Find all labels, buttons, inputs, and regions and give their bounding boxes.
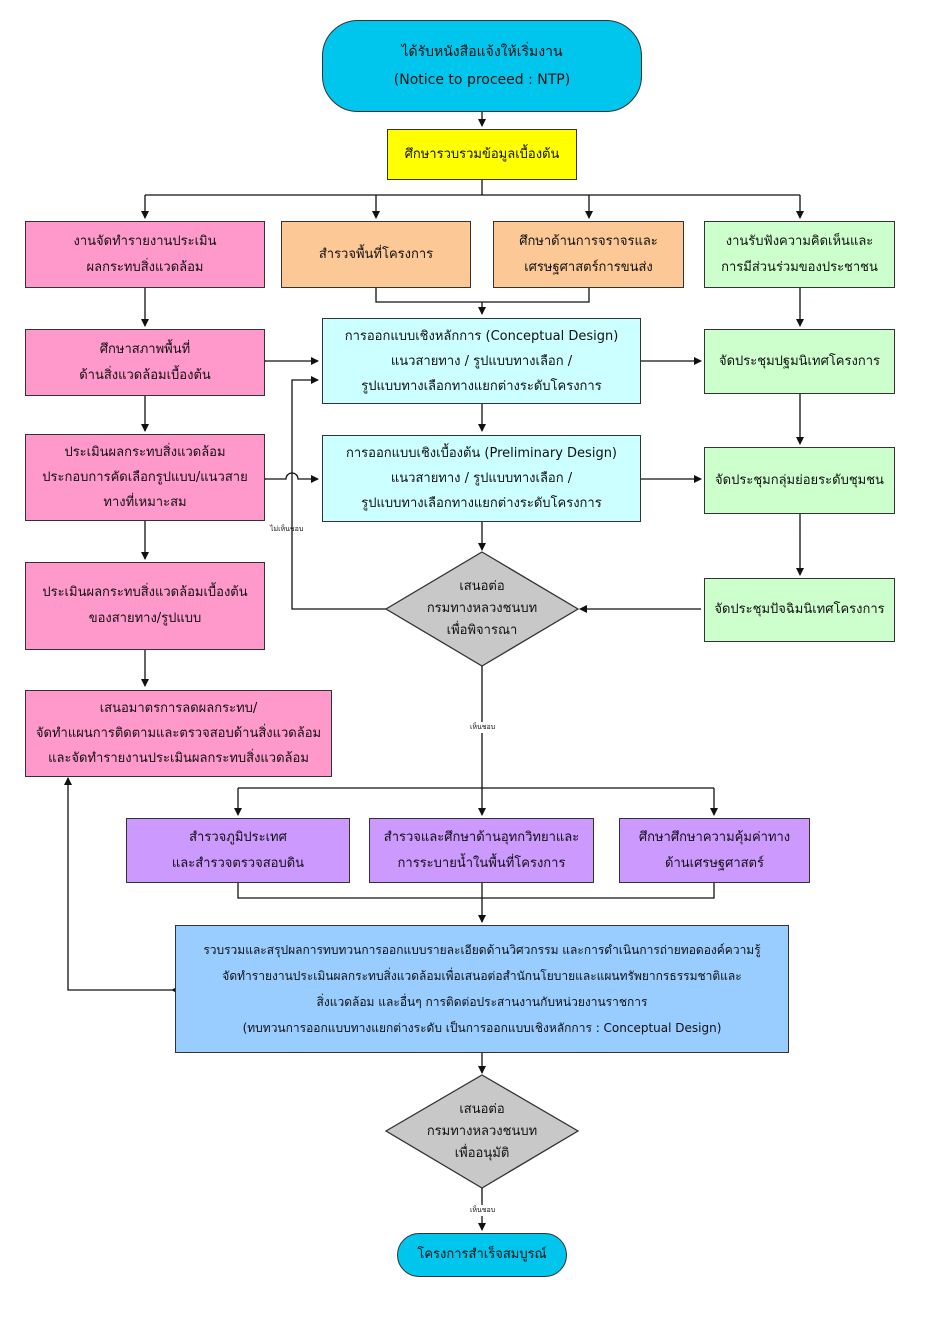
public-hearing-line1: งานรับฟังความคิดเห็นและ — [725, 233, 874, 249]
focus-group-line1: จัดประชุมกลุ่มย่อยระดับชุมชน — [715, 472, 884, 488]
decision2-node: เสนอต่อ กรมทางหลวงชนบท เพื่ออนุมัติ — [386, 1075, 578, 1188]
edge-purple-merge — [237, 883, 715, 899]
conceptual-line3: รูปแบบทางเลือกทางแยกต่างระดับโครงการ — [361, 378, 602, 394]
env-baseline-line1: ศึกษาสภาพพื้นที่ — [99, 341, 191, 357]
decision2-line2: กรมทางหลวงชนบท — [426, 1123, 538, 1139]
summary-line4: (ทบทวนการออกแบบทางแยกต่างระดับ เป็นการออ… — [242, 1021, 722, 1035]
eval-impact-line3: ทางที่เหมาะสม — [103, 495, 187, 510]
decision2-line1: เสนอต่อ — [459, 1101, 505, 1117]
traffic-study-line1: ศึกษาด้านการจราจรและ — [519, 233, 658, 249]
preliminary-line2: แนวสายทาง / รูปแบบทางเลือก / — [390, 471, 573, 486]
end-line1: โครงการสำเร็จสมบูรณ์ — [417, 1247, 547, 1262]
prelim-eval-line2: ของสายทาง/รูปแบบ — [88, 611, 202, 626]
end-node: โครงการสำเร็จสมบูรณ์ — [397, 1233, 567, 1277]
survey-area-line1: สำรวจพื้นที่โครงการ — [318, 246, 434, 262]
summary-node: รวบรวมและสรุปผลการทบทวนการออกแบบรายละเอี… — [175, 925, 789, 1053]
traffic-study-node: ศึกษาด้านการจราจรและ เศรษฐศาสตร์การขนส่ง — [493, 221, 684, 288]
eval-impact-line2: ประกอบการคัดเลือกรูปแบบ/แนวสาย — [42, 470, 248, 485]
survey-area-node: สำรวจพื้นที่โครงการ — [281, 221, 471, 288]
prelim-eval-node: ประเมินผลกระทบสิ่งแวดล้อมเบื้องต้น ของสา… — [25, 562, 265, 650]
hydrology-line1: สำรวจและศึกษาด้านอุทกวิทยาและ — [383, 829, 580, 845]
env-baseline-line2: ด้านสิ่งแวดล้อมเบื้องต้น — [79, 367, 211, 383]
economics-node: ศึกษาศึกษาความคุ้มค่าทาง ด้านเศรษฐศาสตร์ — [619, 818, 810, 883]
focus-group-node: จัดประชุมกลุ่มย่อยระดับชุมชน — [704, 447, 895, 514]
start-line2: (Notice to proceed : NTP) — [393, 72, 571, 88]
start-line1: ได้รับหนังสือแจ้งให้เริ่มงาน — [401, 44, 563, 60]
topo-survey-line1: สำรวจภูมิประเทศ — [189, 829, 287, 845]
mitigation-node: เสนอมาตรการลดผลกระทบ/ จัดทำแผนการติดตามแ… — [25, 690, 332, 777]
eia-report-line1: งานจัดทำรายงานประเมิน — [73, 233, 217, 249]
final-meeting-line1: จัดประชุมปัจฉิมนิเทศโครงการ — [714, 602, 885, 617]
env-baseline-node: ศึกษาสภาพพื้นที่ ด้านสิ่งแวดล้อมเบื้องต้… — [25, 329, 265, 396]
hydrology-line2: การระบายน้ำในพื้นที่โครงการ — [397, 855, 566, 871]
mitigation-line1: เสนอมาตรการลดผลกระทบ/ — [99, 701, 258, 716]
decision2-line3: เพื่ออนุมัติ — [454, 1145, 510, 1161]
economics-line1: ศึกษาศึกษาความคุ้มค่าทาง — [638, 829, 791, 845]
eia-report-node: งานจัดทำรายงานประเมิน ผลกระทบสิ่งแวดล้อม — [25, 221, 265, 288]
decision1-line2: กรมทางหลวงชนบท — [426, 601, 538, 616]
preliminary-design-node: การออกแบบเชิงเบื้องต้น (Preliminary Desi… — [322, 435, 641, 522]
approve2-label: เห็นชอบ — [470, 1205, 496, 1216]
edge-merge-conceptual — [375, 288, 590, 303]
decision1-line1: เสนอต่อ — [459, 579, 505, 594]
conceptual-design-node: การออกแบบเชิงหลักการ (Conceptual Design)… — [322, 318, 641, 404]
start-node: ได้รับหนังสือแจ้งให้เริ่มงาน (Notice to … — [322, 20, 642, 112]
orientation-meeting-node: จัดประชุมปฐมนิเทศโครงการ — [704, 329, 895, 394]
economics-line2: ด้านเศรษฐศาสตร์ — [665, 855, 764, 871]
edge-summary-mitigation — [64, 777, 179, 994]
prelim-eval-line1: ประเมินผลกระทบสิ่งแวดล้อมเบื้องต้น — [42, 585, 248, 600]
summary-line2: จัดทำรายงานประเมินผลกระทบสิ่งแวดล้อมเพื่… — [222, 969, 742, 983]
mitigation-line2: จัดทำแผนการติดตามและตรวจสอบด้านสิ่งแวดล้… — [35, 726, 322, 741]
summary-line1: รวบรวมและสรุปผลการทบทวนการออกแบบรายละเอี… — [203, 943, 761, 957]
eval-impact-node: ประเมินผลกระทบสิ่งแวดล้อม ประกอบการคัดเล… — [25, 434, 265, 521]
edge-reject-loop — [291, 376, 386, 610]
mitigation-line3: และจัดทำรายงานประเมินผลกระทบสิ่งแวดล้อม — [48, 751, 309, 766]
eval-impact-line1: ประเมินผลกระทบสิ่งแวดล้อม — [64, 445, 226, 460]
preliminary-line3: รูปแบบทางเลือกทางแยกต่างระดับโครงการ — [361, 496, 602, 511]
conceptual-line2: แนวสายทาง / รูปแบบทางเลือก / — [390, 353, 573, 369]
eia-report-line2: ผลกระทบสิ่งแวดล้อม — [86, 259, 204, 275]
public-hearing-line2: การมีส่วนร่วมของประชาชน — [721, 259, 878, 275]
conceptual-line1: การออกแบบเชิงหลักการ (Conceptual Design) — [344, 328, 619, 344]
reject-label: ไม่เห็นชอบ — [270, 525, 304, 533]
summary-line3: สิ่งแวดล้อม และอื่นๆ การติดต่อประสานงานก… — [316, 995, 648, 1009]
preliminary-line1: การออกแบบเชิงเบื้องต้น (Preliminary Desi… — [345, 446, 618, 461]
orientation-line1: จัดประชุมปฐมนิเทศโครงการ — [719, 353, 880, 369]
approve1-label: เห็นชอบ — [470, 722, 496, 733]
final-meeting-node: จัดประชุมปัจฉิมนิเทศโครงการ — [704, 578, 895, 642]
topo-survey-line2: และสำรวจตรวจสอบดิน — [171, 855, 305, 871]
collect-node: ศึกษารวบรวมข้อมูลเบื้องต้น — [387, 129, 577, 180]
decision1-node: เสนอต่อ กรมทางหลวงชนบท เพื่อพิจารณา — [386, 552, 578, 666]
topo-survey-node: สำรวจภูมิประเทศ และสำรวจตรวจสอบดิน — [126, 818, 350, 883]
decision1-line3: เพื่อพิจารณา — [446, 623, 518, 638]
hydrology-node: สำรวจและศึกษาด้านอุทกวิทยาและ การระบายน้… — [369, 818, 594, 883]
collect-line1: ศึกษารวบรวมข้อมูลเบื้องต้น — [404, 146, 560, 162]
public-hearing-node: งานรับฟังความคิดเห็นและ การมีส่วนร่วมของ… — [704, 221, 895, 288]
traffic-study-line2: เศรษฐศาสตร์การขนส่ง — [524, 259, 653, 275]
